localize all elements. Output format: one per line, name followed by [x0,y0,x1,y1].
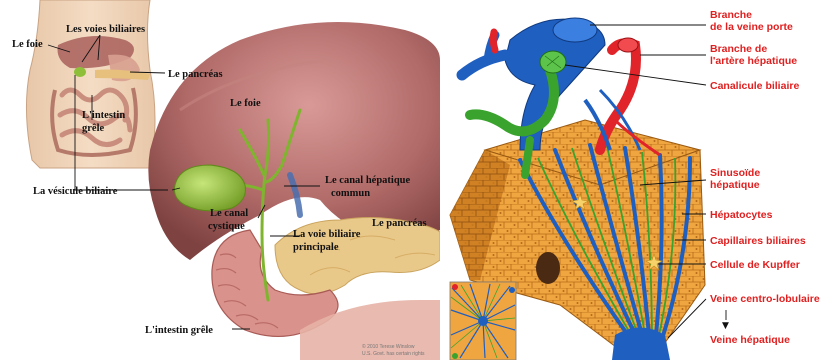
label-pancreas-small: Le pancréas [168,69,223,80]
label-canal-cystique-1: Le canal [210,208,248,219]
label-sinusoide-2: hépatique [710,179,760,191]
label-veine-centro-lobulaire: Veine centro-lobulaire [710,293,820,305]
label-voie-biliaire-2: principale [293,242,339,253]
copyright-line-2: U.S. Govt. has certain rights [362,351,425,357]
label-veine-hepatique: Veine hépatique [710,334,790,346]
left-anatomy-panel: Le foie Les voies biliaires Le pancréas … [0,0,440,360]
label-voie-biliaire-1: La voie biliaire [293,229,361,240]
label-sinusoide-1: Sinusoïde [710,167,760,179]
label-le-foie-small: Le foie [12,39,43,50]
label-intestin-grele-1: L'intestin [82,110,125,121]
lobule-inset [450,282,516,360]
label-artere-2: l'artère hépatique [710,55,797,67]
label-artere-1: Branche de [710,43,767,55]
label-veine-porte-2: de la veine porte [710,21,793,33]
label-le-foie-main: Le foie [230,98,261,109]
label-intestin-grele-main: L'intestin grêle [145,325,213,336]
label-canal-cystique-2: cystique [208,221,245,232]
label-intestin-grele-2: grêle [82,123,104,134]
gallbladder [174,165,245,211]
label-canalicule-biliaire: Canalicule biliaire [710,80,799,92]
label-veine-porte-1: Branche [710,9,752,21]
label-canal-hepatique-1: Le canal hépatique [325,175,411,186]
copyright-line-1: © 2010 Terese Winslow [362,343,415,350]
label-hepatocytes: Hépatocytes [710,209,773,221]
label-capillaires-biliaires: Capillaires biliaires [710,235,806,247]
label-cellule-kupffer: Cellule de Kupffer [710,259,800,271]
label-voies-biliaires: Les voies biliaires [66,24,145,35]
label-pancreas-main: Le pancréas [372,218,427,229]
right-lobule-panel: Branche de la veine porte Branche de l'a… [440,0,826,360]
label-canal-hepatique-2: commun [331,188,370,199]
down-arrow-icon: ▼ [722,321,729,331]
label-vesicule-biliaire: La vésicule biliaire [33,186,118,197]
